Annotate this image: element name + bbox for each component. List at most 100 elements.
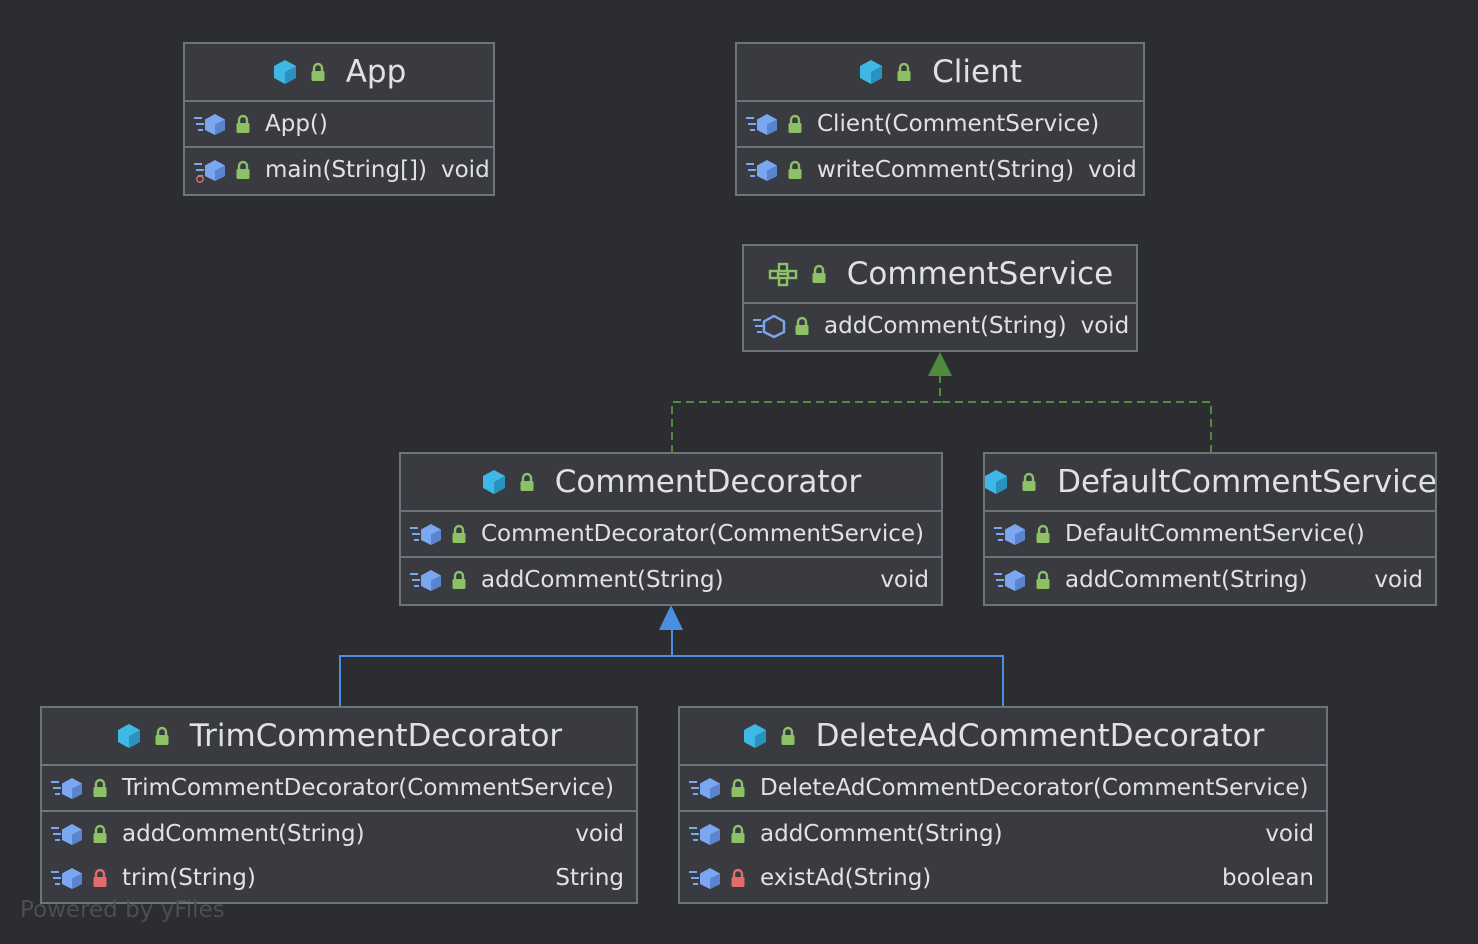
method-row[interactable]: App() — [185, 102, 493, 146]
public-lock-icon — [730, 824, 746, 844]
public-lock-icon — [519, 472, 535, 492]
member-section: writeComment(String) void — [737, 148, 1143, 192]
node-header: App — [185, 44, 493, 102]
public-lock-icon — [1035, 524, 1051, 544]
public-lock-icon — [730, 778, 746, 798]
method-row[interactable]: CommentDecorator(CommentService) — [401, 512, 941, 556]
method-signature: existAd(String) — [760, 865, 932, 891]
public-lock-icon — [235, 114, 251, 134]
method-signature: writeComment(String) — [817, 157, 1075, 183]
method-signature: addComment(String) — [122, 821, 365, 847]
node-title: App — [345, 54, 407, 90]
node-title: DefaultCommentService — [1057, 464, 1437, 500]
realization-edges — [671, 352, 1212, 453]
public-lock-icon — [92, 824, 108, 844]
member-section: Client(CommentService) — [737, 102, 1143, 148]
class-icon — [272, 58, 298, 86]
interface-icon — [767, 261, 799, 287]
method-signature: addComment(String) — [1065, 567, 1308, 593]
method-icon — [50, 775, 84, 801]
member-section: DeleteAdCommentDecorator(CommentService) — [680, 766, 1326, 812]
method-signature: TrimCommentDecorator(CommentService) — [122, 775, 614, 801]
edge-deleteadcommentdecorator-to-commentdecorator — [672, 655, 1004, 707]
method-row[interactable]: addComment(String) void — [680, 812, 1326, 856]
method-row[interactable]: existAd(String) boolean — [680, 856, 1326, 900]
method-icon — [993, 521, 1027, 547]
class-icon — [116, 722, 142, 750]
edge-trimcommentdecorator-to-commentdecorator — [339, 628, 673, 707]
method-icon — [50, 821, 84, 847]
private-lock-icon — [730, 868, 746, 888]
public-lock-icon — [451, 524, 467, 544]
member-section: CommentDecorator(CommentService) — [401, 512, 941, 558]
node-title: Client — [932, 54, 1022, 90]
method-signature: trim(String) — [122, 865, 256, 891]
method-icon — [688, 821, 722, 847]
edge-commentdecorator-to-commentservice — [671, 372, 941, 453]
public-lock-icon — [154, 726, 170, 746]
public-lock-icon — [451, 570, 467, 590]
method-row[interactable]: main(String[]) void — [185, 148, 493, 192]
method-icon — [409, 521, 443, 547]
inheritance-edges — [339, 605, 1004, 707]
node-title: DeleteAdCommentDecorator — [815, 718, 1265, 754]
method-row[interactable]: addComment(String)void — [744, 304, 1136, 348]
node-header: CommentDecorator — [401, 454, 941, 512]
node-header: Client — [737, 44, 1143, 102]
public-lock-icon — [896, 62, 912, 82]
public-lock-icon — [787, 160, 803, 180]
public-lock-icon — [310, 62, 326, 82]
method-row[interactable]: addComment(String)void — [42, 812, 636, 856]
public-lock-icon — [780, 726, 796, 746]
private-lock-icon — [92, 868, 108, 888]
node-title: TrimCommentDecorator — [189, 718, 563, 754]
public-lock-icon — [92, 778, 108, 798]
method-signature: CommentDecorator(CommentService) — [481, 521, 924, 547]
public-lock-icon — [1035, 570, 1051, 590]
return-type: void — [1088, 157, 1137, 183]
return-type: void — [1374, 567, 1423, 593]
method-row[interactable]: addComment(String) void — [401, 558, 941, 602]
method-row[interactable]: DeleteAdCommentDecorator(CommentService) — [680, 766, 1326, 810]
return-type: boolean — [1222, 865, 1314, 891]
member-section: DefaultCommentService() — [985, 512, 1435, 558]
member-section: TrimCommentDecorator(CommentService) — [42, 766, 636, 812]
watermark: Powered by yFiles — [20, 897, 225, 923]
return-type: void — [441, 157, 490, 183]
method-row[interactable]: trim(String)String — [42, 856, 636, 900]
method-row[interactable]: DefaultCommentService() — [985, 512, 1435, 556]
method-signature: Client(CommentService) — [817, 111, 1100, 137]
method-row[interactable]: TrimCommentDecorator(CommentService) — [42, 766, 636, 810]
method-row[interactable]: Client(CommentService) — [737, 102, 1143, 146]
class-icon — [983, 468, 1009, 496]
return-type: void — [1265, 821, 1314, 847]
method-row[interactable]: addComment(String) void — [985, 558, 1435, 602]
method-icon — [50, 865, 84, 891]
node-header: DeleteAdCommentDecorator — [680, 708, 1326, 766]
method-row[interactable]: writeComment(String) void — [737, 148, 1143, 192]
public-lock-icon — [811, 264, 827, 284]
member-section: addComment(String) void — [401, 558, 941, 602]
member-section: addComment(String) void existAd(String) boo… — [680, 812, 1326, 900]
return-type: void — [880, 567, 929, 593]
method-icon — [409, 567, 443, 593]
method-signature: addComment(String) — [760, 821, 1003, 847]
method-signature: main(String[]) — [265, 157, 427, 183]
public-lock-icon — [235, 160, 251, 180]
node-title: CommentDecorator — [554, 464, 862, 500]
method-icon — [745, 111, 779, 137]
node-header: TrimCommentDecorator — [42, 708, 636, 766]
method-icon — [193, 157, 227, 183]
node-header: DefaultCommentService — [983, 454, 1437, 512]
class-icon — [858, 58, 884, 86]
method-signature: addComment(String) — [481, 567, 724, 593]
